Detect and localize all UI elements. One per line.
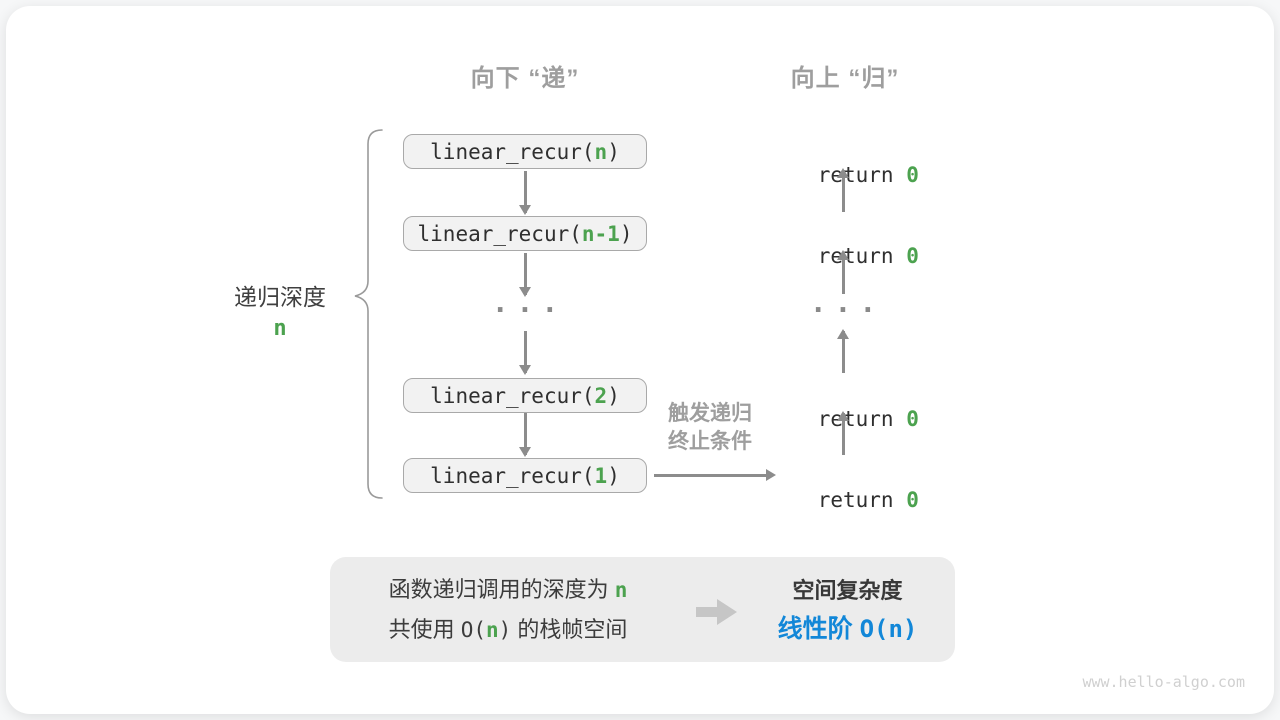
space-complexity-title: 空间复杂度	[792, 577, 903, 603]
arrow-down-icon	[524, 413, 527, 455]
return-row: return 0	[743, 139, 943, 187]
arrow-down-icon	[524, 171, 527, 213]
complexity-order-label: 线性阶	[777, 614, 860, 643]
arrow-up-icon	[842, 331, 845, 373]
return-value: 0	[906, 407, 919, 431]
arrow-down-icon	[524, 253, 527, 295]
code-text: return	[817, 488, 907, 512]
return-row: return 0	[743, 383, 943, 431]
code-arg: 2	[594, 383, 608, 408]
watermark: www.hello-algo.com	[1082, 673, 1245, 691]
code-text: return	[817, 163, 907, 187]
summary-right-text: 空间复杂度 线性阶 O(n)	[755, 557, 940, 662]
complexity-big-o: O(n)	[859, 614, 918, 643]
arrow-up-icon	[842, 170, 845, 212]
summary-line2-var: n	[485, 617, 499, 642]
call-box-n: linear_recur(n)	[403, 134, 647, 169]
header-ascend: 向上 “归”	[790, 65, 900, 92]
header-descend: 向下 “递”	[470, 65, 580, 92]
return-value: 0	[906, 488, 919, 512]
big-right-arrow-icon	[696, 599, 737, 625]
code-text: return	[817, 407, 907, 431]
return-row: return 0	[743, 220, 943, 268]
code-text: )	[607, 463, 620, 488]
arrow-up-icon	[842, 252, 845, 294]
code-arg: n-1	[581, 221, 620, 246]
code-text: )	[619, 221, 633, 246]
space-complexity-value: 线性阶 O(n)	[778, 610, 918, 649]
ellipsis-right: ···	[809, 293, 885, 326]
call-box-n-1: linear_recur(n-1)	[403, 216, 647, 251]
return-row: return 0	[743, 464, 943, 512]
call-box-1: linear_recur(1)	[403, 458, 647, 493]
code-text: return	[817, 244, 907, 268]
ellipsis-left: ···	[491, 293, 567, 326]
curly-brace-icon	[354, 129, 383, 499]
summary-line1: 函数递归调用的深度为 n	[389, 570, 628, 610]
summary-line1-var: n	[614, 577, 628, 602]
code-arg: 1	[594, 463, 608, 488]
summary-panel	[330, 557, 955, 662]
code-arg: n	[594, 139, 608, 164]
code-text: )	[607, 383, 620, 408]
depth-label: 递归深度	[234, 284, 326, 310]
return-value: 0	[906, 244, 919, 268]
summary-left-text: 函数递归调用的深度为 n 共使用 O(n) 的栈帧空间	[338, 557, 678, 662]
arrow-right-icon	[654, 474, 766, 477]
code-text: linear_recur(	[430, 463, 595, 488]
base-case-label: 触发递归 终止条件	[640, 400, 780, 456]
depth-variable: n	[273, 316, 287, 341]
return-value: 0	[906, 163, 919, 187]
code-text: linear_recur(	[430, 139, 595, 164]
summary-line1-text: 函数递归调用的深度为	[388, 576, 615, 602]
arrow-up-icon	[842, 413, 845, 455]
summary-line2-text: 共使用	[388, 616, 461, 642]
summary-line2: 共使用 O(n) 的栈帧空间	[389, 610, 628, 650]
call-box-2: linear_recur(2)	[403, 378, 647, 413]
code-text: )	[607, 139, 620, 164]
code-text: linear_recur(	[430, 383, 595, 408]
summary-big-o-close: )	[498, 617, 512, 642]
summary-big-o-open: O(	[460, 617, 486, 642]
arrow-down-icon	[524, 331, 527, 373]
base-case-label-line2: 终止条件	[668, 430, 752, 453]
code-text: linear_recur(	[417, 221, 582, 246]
summary-line2-text2: 的栈帧空间	[511, 616, 628, 642]
base-case-label-line1: 触发递归	[668, 402, 752, 425]
